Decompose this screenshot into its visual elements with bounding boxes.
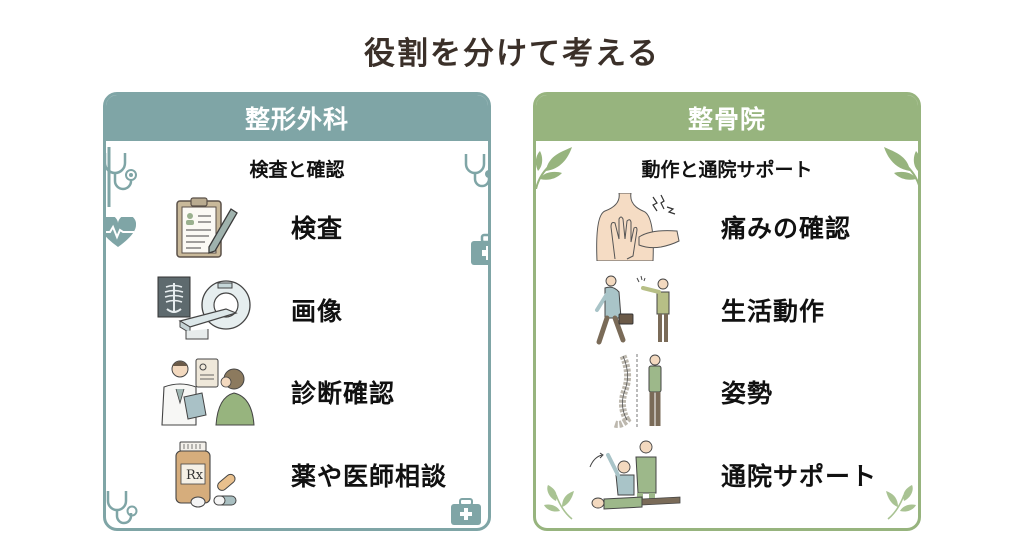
medicine-bottle-icon: Rx xyxy=(156,440,256,510)
back-pain-palpation-icon xyxy=(586,192,686,262)
card-header: 整形外科 xyxy=(106,95,488,141)
doctor-consultation-icon xyxy=(156,357,256,427)
spine-posture-icon xyxy=(586,354,686,428)
list-item: 痛みの確認 xyxy=(586,192,906,262)
stethoscope-icon xyxy=(106,487,140,528)
list-item: Rx 薬や医師相談 xyxy=(156,440,476,510)
list-item: 通院サポート xyxy=(586,440,906,510)
leaf-sprig-icon xyxy=(536,145,574,189)
list-item: 画像 xyxy=(156,275,476,345)
item-label: 薬や医師相談 xyxy=(291,462,448,491)
leaf-sprig-icon xyxy=(542,485,578,521)
stethoscope-icon xyxy=(462,152,488,192)
orthopedics-card: 整形外科 検査と確認 xyxy=(103,92,491,531)
daily-movement-icon xyxy=(586,275,686,345)
list-item: 検査 xyxy=(156,192,476,262)
item-label: 通院サポート xyxy=(721,462,878,491)
leaf-sprig-icon xyxy=(882,145,918,189)
card-subtitle: 検査と確認 xyxy=(249,159,345,181)
item-label: 痛みの確認 xyxy=(721,214,852,243)
list-item: 姿勢 xyxy=(586,354,906,428)
list-item: 生活動作 xyxy=(586,275,906,345)
xray-mri-icon xyxy=(156,275,256,345)
svg-text:Rx: Rx xyxy=(186,468,204,483)
bonesetter-card: 整骨院 動作と通院サポート xyxy=(533,92,921,531)
page-title: 役割を分けて考える xyxy=(363,36,661,72)
card-subtitle: 動作と通院サポート xyxy=(641,159,813,181)
item-label: 診断確認 xyxy=(291,379,396,408)
leaf-sprig-icon xyxy=(882,485,918,521)
item-label: 姿勢 xyxy=(721,379,774,408)
medical-kit-icon xyxy=(450,498,482,526)
item-label: 検査 xyxy=(291,214,344,243)
stethoscope-icon xyxy=(106,147,143,207)
list-item: 診断確認 xyxy=(156,357,476,427)
item-label: 生活動作 xyxy=(721,297,826,326)
therapy-support-icon xyxy=(586,440,686,510)
card-header: 整骨院 xyxy=(536,95,918,141)
item-label: 画像 xyxy=(291,297,344,326)
heart-pulse-icon xyxy=(106,217,136,249)
clipboard-pen-icon xyxy=(156,192,256,262)
medical-kit-icon xyxy=(470,233,488,267)
